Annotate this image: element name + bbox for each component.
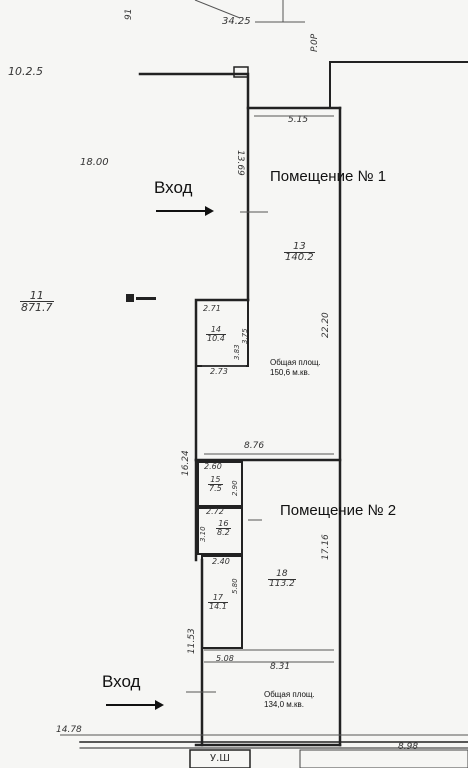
room11-area: 871.7 <box>21 301 53 314</box>
room2-area-note: Общая площ. 134,0 м.кв. <box>264 690 315 710</box>
room14-label: 14 10.4 <box>206 326 226 343</box>
entrance-label-bottom: Вход <box>102 672 141 691</box>
dim-r14-a: 3.83 <box>233 344 241 360</box>
room16-area: 8.2 <box>217 528 230 537</box>
room13-area: 140.2 <box>285 252 314 263</box>
entrance-label-top: Вход <box>154 178 193 197</box>
dim-bottom-left: 14.78 <box>56 725 82 735</box>
dim-left-a: 10.2.5 <box>8 65 43 78</box>
room1-title: Помещение № 1 <box>270 168 387 185</box>
dim-r18-bottom: 5.08 <box>216 654 234 663</box>
dim-r15-top: 2.60 <box>204 462 222 471</box>
room1-area-note: Общая площ. 150,6 м.кв. <box>270 358 321 378</box>
dim-r15-side: 2.90 <box>231 480 239 496</box>
dim-r18-mid: 8.31 <box>270 662 291 672</box>
room2-area-label: Общая площ. <box>264 690 315 699</box>
bottom-block-2 <box>299 749 468 768</box>
room17-box <box>201 555 243 649</box>
dim-r16-top: 2.72 <box>206 507 224 516</box>
dim-r1-bottom: 8.76 <box>244 441 265 451</box>
room1-area-label: Общая площ. <box>270 358 321 367</box>
wall-top-stub-end <box>233 66 249 78</box>
wall-left-upper <box>194 298 250 462</box>
room18-number: 18 <box>268 570 296 580</box>
dim-r14-b: 3.75 <box>241 328 249 344</box>
room14-number: 14 <box>206 326 226 335</box>
dim-corridor-b: 11.53 <box>187 628 197 654</box>
room15-label: 15 7.5 <box>208 476 223 493</box>
dim-top-a: 34.25 <box>222 16 251 27</box>
dim-r1-top: 5.15 <box>288 115 309 125</box>
room16-label: 16 8.2 <box>216 520 231 537</box>
bottom-block-1 <box>189 749 251 768</box>
dim-r17-top: 2.40 <box>212 557 230 566</box>
dim-r17-side: 5.80 <box>231 578 239 594</box>
room11-number: 11 <box>20 290 54 302</box>
dim-r14-top: 2.71 <box>203 304 221 313</box>
room18-area: 113.2 <box>269 579 295 589</box>
dim-r18-right: 17.16 <box>321 534 331 560</box>
room16-box <box>197 507 243 555</box>
entrance-arrow-bottom <box>106 700 164 710</box>
room16-number: 16 <box>216 520 231 529</box>
dim-line-top-diag <box>194 0 241 19</box>
room18-label: 18 113.2 <box>268 570 296 589</box>
dim-top-b: 91 <box>124 8 134 20</box>
dim-r14-c: 2.73 <box>210 367 228 376</box>
column-mark-2 <box>136 297 156 300</box>
room15-area: 7.5 <box>209 484 222 493</box>
room15-number: 15 <box>208 476 223 485</box>
room14-area: 10.4 <box>207 334 225 343</box>
room17-area: 14.1 <box>209 602 227 611</box>
room15-box <box>197 461 243 507</box>
dim-bottom-mid: У.Ш <box>210 753 230 764</box>
dim-left-b: 18.00 <box>80 157 109 168</box>
room17-label: 17 14.1 <box>208 594 228 611</box>
room1-area-value: 150,6 м.кв. <box>270 368 310 377</box>
dim-r1-left: 13.69 <box>235 150 245 176</box>
room13-number: 13 <box>284 242 315 253</box>
dim-bottom-right: 8.98 <box>398 742 419 752</box>
room11-label: 11 871.7 <box>20 290 54 313</box>
dim-r16-side: 3.10 <box>199 526 207 542</box>
room2-title: Помещение № 2 <box>280 502 397 519</box>
dim-r1-right: 22.20 <box>321 312 331 338</box>
room2-area-value: 134,0 м.кв. <box>264 700 304 709</box>
column-mark <box>126 294 134 302</box>
room13-label: 13 140.2 <box>284 242 315 263</box>
dim-corridor-a: 16.24 <box>181 450 191 476</box>
entrance-arrow-top <box>156 206 214 216</box>
dim-top-c: P.0P <box>310 33 320 52</box>
room17-number: 17 <box>208 594 228 603</box>
